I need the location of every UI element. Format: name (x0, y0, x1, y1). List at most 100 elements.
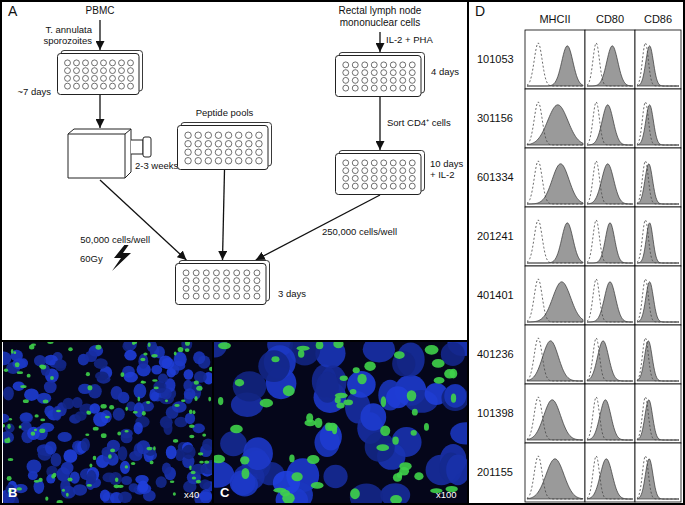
well (390, 183, 396, 189)
well (371, 183, 377, 189)
well (128, 75, 134, 81)
stain-spot (208, 397, 211, 402)
well (183, 270, 189, 276)
nucleus (199, 491, 212, 500)
stain-spot (336, 403, 344, 409)
well (110, 83, 116, 89)
stain-spot (19, 425, 22, 428)
flow-histogram (525, 443, 585, 502)
histogram-frame (635, 443, 681, 502)
stain-spot (306, 413, 313, 422)
column-header: MHCII (539, 13, 570, 26)
well (213, 278, 219, 284)
stain-spot (202, 433, 206, 436)
well (362, 160, 368, 166)
well (83, 75, 89, 81)
panel-divider (212, 341, 214, 505)
flow-histogram (635, 30, 681, 89)
step-note: 3 days (278, 288, 306, 299)
flow-histogram (525, 384, 585, 443)
stain-spot (120, 372, 124, 377)
nucleus (441, 342, 465, 366)
stain-spot (150, 461, 154, 465)
well (246, 149, 252, 155)
nucleus (156, 476, 167, 488)
flow-histogram (585, 207, 635, 266)
well (74, 60, 80, 66)
well (195, 158, 201, 164)
stain-spot (199, 461, 204, 464)
well (234, 293, 240, 299)
well (65, 68, 71, 74)
stain-spot (196, 386, 202, 391)
well (400, 85, 406, 91)
stain-spot (332, 425, 337, 435)
stain-spot (174, 404, 180, 407)
stain-spot (218, 342, 231, 349)
stain-spot (218, 397, 223, 405)
well (183, 278, 189, 284)
histogram-frame (525, 443, 585, 502)
histogram-frame (525, 325, 585, 384)
well (371, 85, 377, 91)
control-histogram (587, 43, 633, 86)
histogram-frame (635, 89, 681, 148)
peptide-plate: Peptide pools (177, 122, 272, 170)
plate-outline (178, 126, 269, 170)
nucleus (93, 412, 108, 427)
stain-spot (193, 410, 196, 414)
stain-spot (146, 401, 150, 404)
step-note: 2-3 weeks (135, 160, 178, 171)
well (65, 75, 71, 81)
well (101, 75, 107, 81)
nucleus (55, 359, 67, 371)
nucleus (3, 414, 9, 423)
histogram-frame (585, 89, 635, 148)
well (343, 183, 349, 189)
well (128, 68, 134, 74)
stain-spot (311, 482, 324, 489)
stain-spot (153, 446, 156, 450)
stain-spot (214, 455, 225, 464)
well (362, 175, 368, 181)
nucleus (118, 492, 132, 503)
dose-label: 60Gy (80, 253, 103, 264)
culture-flask: 2-3 weeks (65, 128, 153, 180)
stain-spot (15, 362, 20, 367)
stain-spot (364, 361, 375, 370)
edge-label: IL-2 + PHA (386, 34, 433, 45)
well (381, 160, 387, 166)
stain-spot (191, 471, 196, 474)
well (246, 158, 252, 164)
stain-spot (148, 343, 151, 347)
well (185, 158, 191, 164)
control-histogram (637, 161, 679, 204)
nucleus (87, 470, 97, 485)
stain-spot (3, 424, 5, 427)
nucleus (24, 388, 39, 401)
well (119, 68, 125, 74)
micrograph-x100 (214, 342, 467, 503)
histogram-frame (635, 325, 681, 384)
stain-spot (194, 381, 199, 385)
well (119, 75, 125, 81)
histogram-frame (635, 266, 681, 325)
flow-histogram (525, 325, 585, 384)
flow-arrow (99, 95, 100, 128)
stain-spot (353, 367, 360, 373)
edge-label: 250,000 cells/well (322, 226, 397, 237)
stain-spot (399, 462, 411, 470)
stain-spot (131, 462, 135, 465)
stain-spot (39, 364, 44, 368)
stain-spot (93, 427, 99, 431)
control-histogram (587, 161, 633, 204)
nucleus (10, 350, 22, 362)
stain-spot (105, 416, 110, 419)
well (203, 278, 209, 284)
well (213, 270, 219, 276)
nucleus (60, 479, 70, 494)
stain-spot (381, 396, 386, 407)
flow-histogram (585, 325, 635, 384)
nucleus (37, 393, 51, 404)
